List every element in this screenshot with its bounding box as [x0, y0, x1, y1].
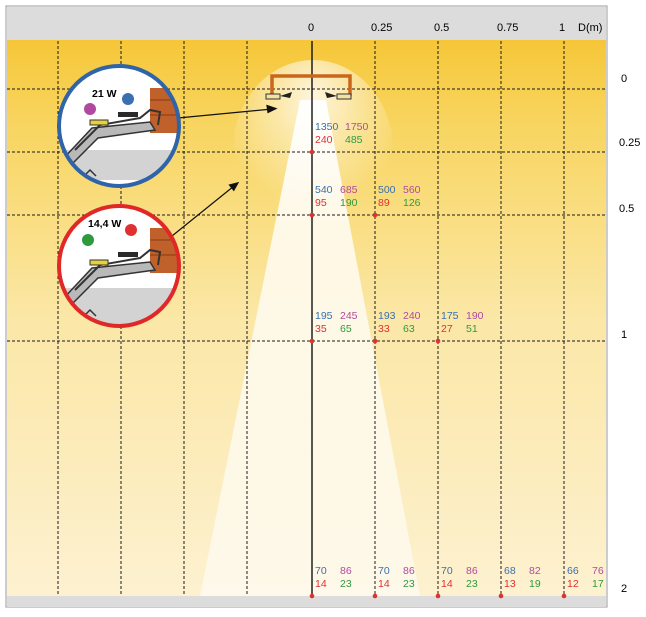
- inset-21w-label: 21 W: [92, 88, 117, 100]
- reading-green: 65: [340, 323, 352, 335]
- reading-red: 13: [504, 578, 516, 590]
- dot-purple: [84, 103, 96, 115]
- measurement-point: [372, 338, 378, 344]
- reading-purple: 190: [466, 310, 484, 322]
- reading-red: 89: [378, 197, 390, 209]
- reading-purple: 86: [466, 565, 478, 577]
- reading-purple: 240: [403, 310, 421, 322]
- reading-red: 12: [567, 578, 579, 590]
- inset-14-4w-label: 14,4 W: [88, 218, 122, 230]
- reading-blue: 500: [378, 184, 396, 196]
- top-tick-0-25: 0.25: [371, 22, 393, 34]
- reading-green: 190: [340, 197, 358, 209]
- measurement-points: [309, 149, 567, 599]
- measurement-point: [372, 593, 378, 599]
- reading-blue: 540: [315, 184, 333, 196]
- reading-blue: 1350: [315, 121, 339, 133]
- measurement-point: [435, 593, 441, 599]
- reading-purple: 86: [340, 565, 352, 577]
- reading-green: 17: [592, 578, 604, 590]
- reading-green: 485: [345, 134, 363, 146]
- reading-green: 23: [466, 578, 478, 590]
- luminaire-bracket: [265, 74, 352, 100]
- reading-purple: 1750: [345, 121, 369, 133]
- top-tick-0-5: 0.5: [434, 22, 450, 34]
- dot-red: [125, 224, 137, 236]
- reading-red: 33: [378, 323, 390, 335]
- measurement-point: [309, 338, 315, 344]
- measurement-point: [309, 593, 315, 599]
- reading-red: 35: [315, 323, 327, 335]
- top-tick-0-75: 0.75: [497, 22, 519, 34]
- top-band: [7, 7, 606, 41]
- measurement-point: [372, 212, 378, 218]
- measurement-point: [561, 593, 567, 599]
- measurement-point: [498, 593, 504, 599]
- measurement-point: [309, 149, 315, 155]
- inset-14-4w: [57, 204, 181, 328]
- top-tick-1: 1: [559, 22, 566, 34]
- reading-red: 14: [315, 578, 327, 590]
- reading-green: 23: [403, 578, 415, 590]
- reading-blue: 68: [504, 565, 516, 577]
- light-beam: [200, 100, 420, 596]
- reading-green: 63: [403, 323, 415, 335]
- reading-red: 27: [441, 323, 453, 335]
- bottom-band: [7, 596, 606, 607]
- reading-green: 51: [466, 323, 478, 335]
- reading-purple: 245: [340, 310, 358, 322]
- dot-green: [82, 234, 94, 246]
- top-axis-unit: D(m): [578, 22, 603, 34]
- pointer-arrows: [171, 104, 278, 237]
- measurement-point: [435, 338, 441, 344]
- dot-blue: [122, 93, 134, 105]
- reading-purple: 82: [529, 565, 541, 577]
- reading-green: 23: [340, 578, 352, 590]
- reading-blue: 70: [315, 565, 327, 577]
- reading-red: 14: [441, 578, 453, 590]
- reading-purple: 560: [403, 184, 421, 196]
- reading-red: 14: [378, 578, 390, 590]
- reading-red: 95: [315, 197, 327, 209]
- reading-blue: 193: [378, 310, 396, 322]
- reading-purple: 685: [340, 184, 358, 196]
- measurement-point: [309, 212, 315, 218]
- right-tick-0-5: 0.5: [619, 203, 635, 215]
- reading-blue: 70: [441, 565, 453, 577]
- reading-green: 19: [529, 578, 541, 590]
- reading-green: 126: [403, 197, 421, 209]
- reading-blue: 66: [567, 565, 579, 577]
- right-tick-1: 1: [621, 329, 628, 341]
- reading-blue: 70: [378, 565, 390, 577]
- right-tick-0-25: 0.25: [619, 137, 641, 149]
- right-tick-0: 0: [621, 73, 628, 85]
- right-tick-2: 2: [621, 583, 628, 595]
- top-tick-0: 0: [308, 22, 315, 34]
- reading-red: 240: [315, 134, 333, 146]
- reading-blue: 175: [441, 310, 459, 322]
- reading-blue: 195: [315, 310, 333, 322]
- reading-purple: 76: [592, 565, 604, 577]
- reading-purple: 86: [403, 565, 415, 577]
